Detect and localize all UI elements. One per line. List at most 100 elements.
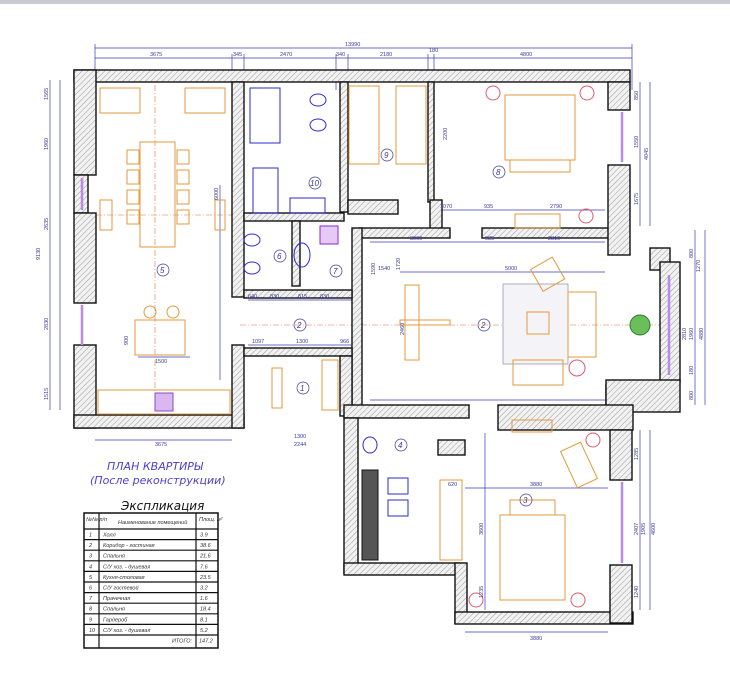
dimension-label: 935 xyxy=(485,236,494,242)
wall-segment xyxy=(73,69,97,176)
row-name: С/У хоз. - душевая xyxy=(103,628,150,634)
dimension-label: 1565 xyxy=(44,88,50,100)
furniture-item xyxy=(139,141,176,248)
plan-mark xyxy=(380,148,394,162)
wall-segment xyxy=(243,212,345,222)
plan-mark xyxy=(308,176,322,190)
dimension-label: 1540 xyxy=(378,266,390,272)
dimension-label: 830 xyxy=(270,294,279,300)
furniture-item xyxy=(99,199,113,231)
plan-mark xyxy=(273,249,287,263)
wall-segment xyxy=(343,404,470,419)
room-number: 2 xyxy=(296,321,302,330)
dimension-label: 2180 xyxy=(380,52,392,58)
dimension-lines xyxy=(49,44,706,633)
row-num: 6 xyxy=(89,586,93,592)
room-marker-4: 4 xyxy=(394,438,408,452)
dimension-label: 620 xyxy=(448,482,457,488)
furniture-item xyxy=(126,149,140,165)
total-area: 147.2 xyxy=(199,639,213,645)
plan-mark xyxy=(361,469,379,561)
furniture-item xyxy=(559,441,599,489)
wall-segment xyxy=(454,611,634,625)
sanitary-fixture xyxy=(243,233,261,247)
row-name: Спальня xyxy=(103,554,125,560)
row-name: Кухня-столовая xyxy=(103,575,145,581)
dimension-label: 6000 xyxy=(214,188,220,200)
plan-mark xyxy=(156,263,170,277)
room-number: 3 xyxy=(523,496,528,505)
dimension-label: 3675 xyxy=(155,442,167,448)
room-number: 10 xyxy=(310,179,319,188)
row-name: Коридор - гостиная xyxy=(103,543,155,549)
furniture-item xyxy=(321,359,339,411)
dimension-label: 2810 xyxy=(548,236,560,242)
row-area: 18.4 xyxy=(200,607,211,613)
furniture xyxy=(97,85,651,608)
row-area: 3.9 xyxy=(200,533,208,539)
row-area: 8.1 xyxy=(200,617,208,623)
dimension-label: 5000 xyxy=(505,266,517,272)
dimension-label: 3600 xyxy=(479,523,485,535)
dimension-label: 800 xyxy=(689,249,695,258)
wall-segment xyxy=(437,439,466,456)
row-num: 7 xyxy=(89,596,93,602)
dimension-label: 815 xyxy=(298,294,307,300)
dimension-label: 1070 xyxy=(440,204,452,210)
row-num: 9 xyxy=(89,617,92,623)
explication-title: Экспликация xyxy=(120,499,204,513)
overall-width-dim: 13990 xyxy=(345,42,360,48)
row-area: 21.6 xyxy=(199,554,212,560)
dimension-label: 1235 xyxy=(479,586,485,598)
room-number: 1 xyxy=(300,384,304,393)
row-num: 5 xyxy=(89,575,93,581)
axis-lines xyxy=(96,85,680,410)
row-name: Холл xyxy=(102,533,116,539)
furniture-item xyxy=(97,389,231,415)
furniture-item xyxy=(99,87,141,114)
wall-segment xyxy=(231,344,245,429)
furniture-item xyxy=(514,213,561,229)
room-number: 4 xyxy=(398,441,403,450)
wall-segment xyxy=(243,347,353,357)
wall-segment xyxy=(427,81,435,203)
header-num: №№ п/п xyxy=(86,517,107,523)
sanitary-fixture xyxy=(293,242,311,268)
row-num: 1 xyxy=(89,533,92,539)
furniture-item xyxy=(439,479,463,561)
sanitary-fixture xyxy=(243,261,261,275)
sanitary-fixture xyxy=(387,499,409,517)
room-marker-2a: 2 xyxy=(293,318,307,332)
dimension-label: 2830 xyxy=(44,318,50,330)
header-area: Площ. м² xyxy=(199,517,223,523)
furniture-item xyxy=(526,311,550,335)
plan-mark xyxy=(83,512,219,649)
furniture-item xyxy=(271,367,283,409)
room-markers: 1 2 2 3 4 5 6 7 8 9 10 xyxy=(156,148,533,507)
header-name: Наименование помещений xyxy=(118,519,187,526)
row-name: Гардероб xyxy=(103,617,128,623)
dimension-label: 2244 xyxy=(294,442,306,448)
plan-mark xyxy=(519,493,533,507)
dimension-label: 2460 xyxy=(400,323,406,335)
wall-segment xyxy=(243,289,353,299)
plan-mark xyxy=(585,432,601,448)
wall-segment xyxy=(73,69,631,83)
plan-mark xyxy=(296,381,310,395)
furniture-item xyxy=(126,169,140,185)
dimension-label: 2810 xyxy=(682,328,688,340)
dimension-label: 3675 xyxy=(150,52,162,58)
room-marker-9: 9 xyxy=(380,148,394,162)
plan-mark xyxy=(579,85,595,101)
wall-segment xyxy=(73,414,245,429)
room-marker-3: 3 xyxy=(519,493,533,507)
plan-mark xyxy=(329,264,343,278)
wall-segment xyxy=(231,81,245,298)
dimension-label: 3000 xyxy=(410,236,422,242)
dimension-label: 3880 xyxy=(530,482,542,488)
furniture-item xyxy=(176,149,190,165)
wall-segment xyxy=(73,212,97,304)
dimension-label: 935 xyxy=(484,204,493,210)
dimension-label: 1300 xyxy=(296,339,308,345)
